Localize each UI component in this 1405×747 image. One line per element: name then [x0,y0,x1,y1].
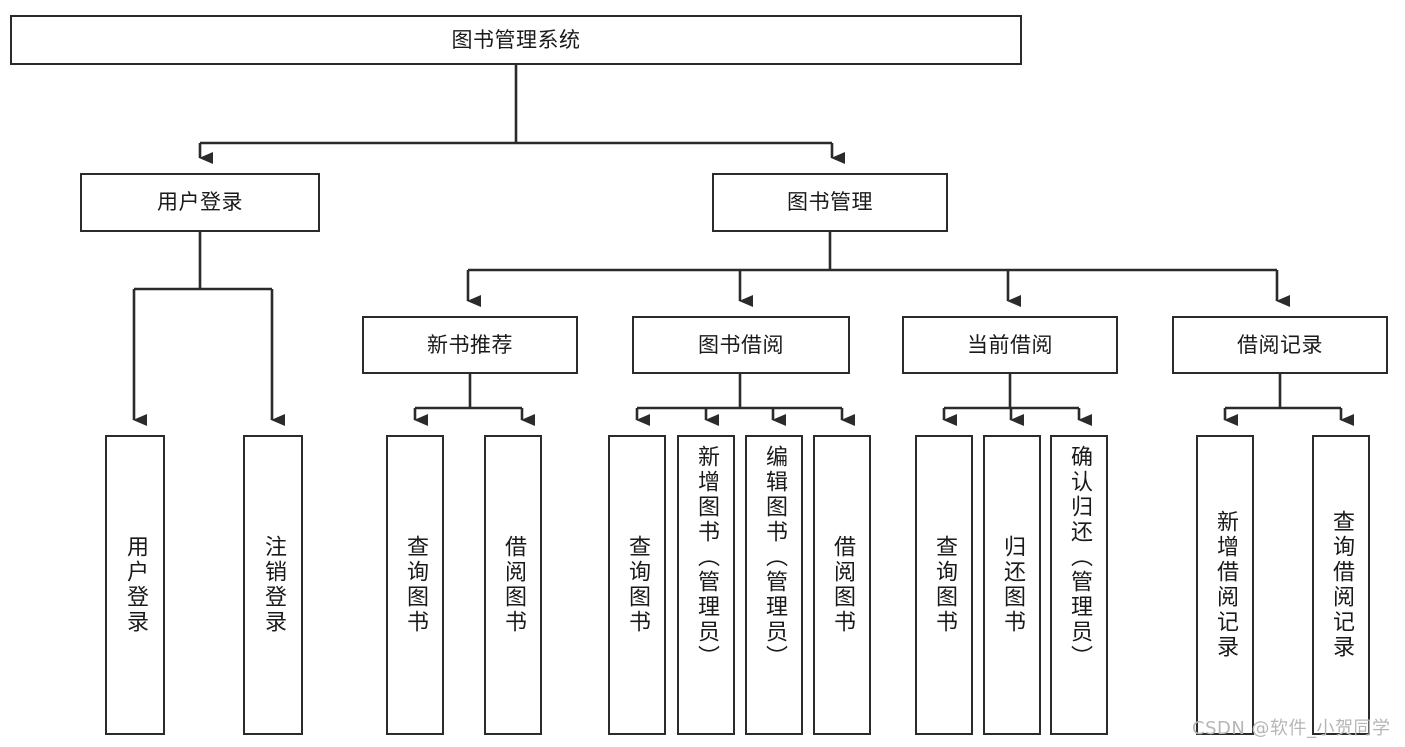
node-label: 图书管理系统 [451,27,581,52]
node-borrowing-record[interactable]: 借阅记录 [1172,316,1388,374]
node-label: 借阅记录 [1237,332,1323,357]
node-leaf-return-book[interactable]: 归还图书 [983,435,1041,735]
node-label: 用户登录 [123,535,148,635]
node-label: 借阅图书 [501,535,526,635]
node-label: 归还图书 [1000,535,1025,635]
node-label: 借阅图书 [830,535,855,635]
node-root-book-management-system[interactable]: 图书管理系统 [10,15,1022,65]
node-label: 新增图书（管理员） [694,445,719,670]
node-leaf-add-book-admin[interactable]: 新增图书（管理员） [677,435,735,735]
node-label: 查询借阅记录 [1329,510,1354,660]
node-book-borrowing[interactable]: 图书借阅 [632,316,850,374]
node-label: 查询图书 [932,535,957,635]
node-label: 用户登录 [157,190,243,215]
node-leaf-query-borrow-record[interactable]: 查询借阅记录 [1312,435,1370,735]
node-label: 查询图书 [625,535,650,635]
node-label: 注销登录 [261,535,286,635]
node-current-borrowing[interactable]: 当前借阅 [902,316,1118,374]
node-label: 当前借阅 [967,332,1053,357]
node-leaf-user-login[interactable]: 用户登录 [105,435,165,735]
node-label: 图书借阅 [698,332,784,357]
node-leaf-query-book[interactable]: 查询图书 [608,435,666,735]
node-leaf-add-borrow-record[interactable]: 新增借阅记录 [1196,435,1254,735]
node-label: 新书推荐 [427,332,513,357]
node-leaf-logout[interactable]: 注销登录 [243,435,303,735]
node-label: 确认归还（管理员） [1067,445,1092,670]
node-leaf-query-book-current[interactable]: 查询图书 [915,435,973,735]
node-label: 图书管理 [787,190,873,215]
node-leaf-borrow-book[interactable]: 借阅图书 [813,435,871,735]
node-leaf-borrow-book-recommendation[interactable]: 借阅图书 [484,435,542,735]
node-label: 编辑图书（管理员） [762,445,787,670]
node-new-book-recommendation[interactable]: 新书推荐 [362,316,578,374]
node-label: 查询图书 [403,535,428,635]
watermark-text: CSDN @软件_小贺同学 [1192,718,1391,739]
node-leaf-query-book-recommendation[interactable]: 查询图书 [386,435,444,735]
node-leaf-edit-book-admin[interactable]: 编辑图书（管理员） [745,435,803,735]
node-user-login[interactable]: 用户登录 [80,173,320,232]
node-label: 新增借阅记录 [1213,510,1238,660]
node-leaf-confirm-return-admin[interactable]: 确认归还（管理员） [1050,435,1108,735]
node-book-management[interactable]: 图书管理 [712,173,948,232]
